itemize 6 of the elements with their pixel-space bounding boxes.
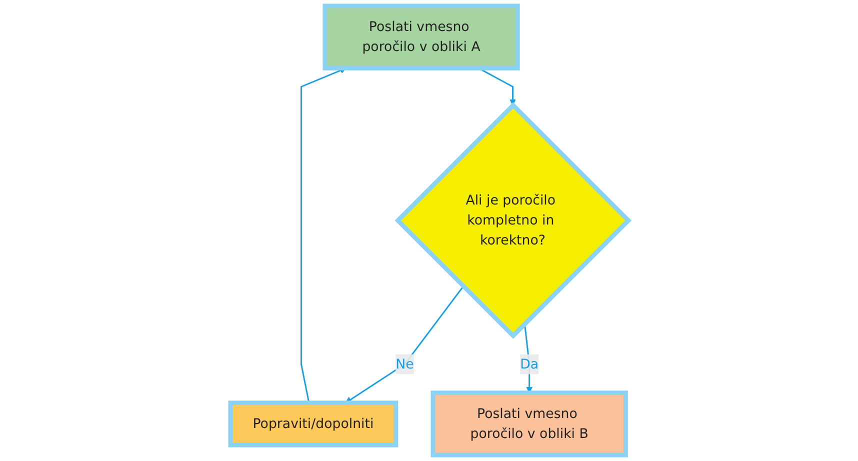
node-box: Popraviti/dopolniti — [228, 400, 398, 448]
node-diamond: Ali je poročilo kompletno in korektno? — [394, 102, 632, 339]
edge-label: Da — [520, 356, 538, 372]
edge-label: Ne — [395, 356, 414, 372]
node-box: Poslati vmesno poročilo v obliki B — [430, 390, 628, 458]
node-box: Poslati vmesno poročilo v obliki A — [322, 4, 520, 70]
